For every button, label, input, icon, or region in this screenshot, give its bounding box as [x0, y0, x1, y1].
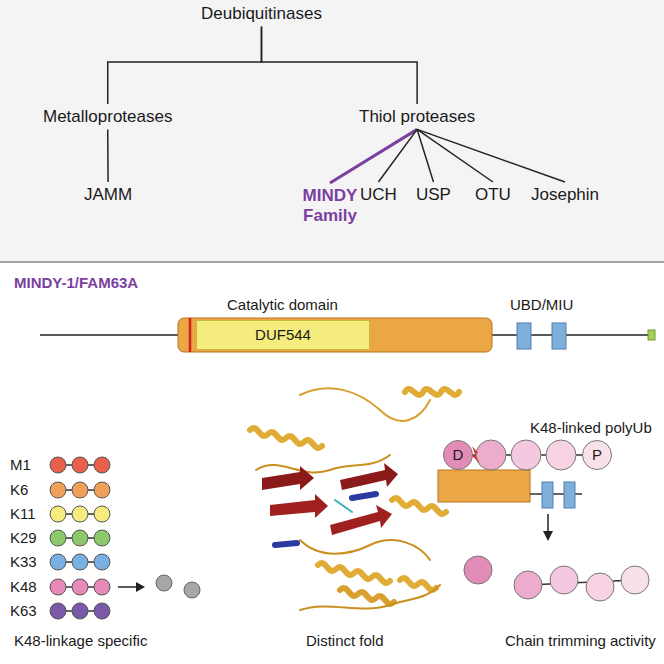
tree-connector — [417, 129, 433, 182]
family-label: USP — [413, 184, 454, 206]
catalytic-domain-block — [438, 470, 530, 502]
linkage-swatch — [48, 577, 112, 597]
tree-connector — [108, 26, 262, 104]
node-text: OTU — [475, 185, 511, 205]
linkage-label: K29 — [10, 529, 37, 547]
chain-label: K48-linked polyUb — [530, 419, 652, 437]
linkage-label: K48 — [10, 578, 37, 596]
node-text: Deubiquitinases — [201, 4, 322, 24]
linkage-label: K11 — [10, 505, 36, 523]
distal-ubiquitin: D — [443, 440, 473, 470]
miu-domain — [517, 323, 531, 349]
panel-caption: Chain trimming activity — [505, 632, 656, 650]
panel-caption: K48-linkage specific — [14, 632, 147, 650]
linkage-label: K63 — [10, 602, 37, 620]
polyub-linker — [528, 580, 635, 585]
protein-structure — [250, 388, 459, 610]
node-text: Metalloproteases — [43, 107, 172, 127]
released-ubiquitin — [464, 556, 492, 584]
panel-caption: Distinct fold — [306, 632, 384, 650]
family-label: Josephin — [528, 184, 602, 206]
class-label: Thiol proteases — [356, 106, 478, 128]
linkage-label: K6 — [10, 481, 28, 499]
tree-connector — [107, 129, 109, 182]
linkage-label: M1 — [10, 456, 31, 474]
node-text: UCH — [360, 185, 397, 205]
section-divider — [0, 261, 664, 263]
ubiquitin — [476, 440, 506, 470]
node-text: DUF544 — [255, 326, 311, 344]
miu-domain — [542, 482, 553, 508]
domain-label: UBD/MIU — [510, 296, 573, 314]
class-label: Metalloproteases — [40, 106, 175, 128]
monoubiquitin — [184, 582, 200, 598]
ubiquitin — [621, 566, 649, 594]
linkage-swatch — [48, 480, 112, 500]
catalytic-domain-bar — [178, 318, 492, 352]
domain-label: Catalytic domain — [227, 296, 338, 314]
cleavage-arrow — [118, 586, 138, 588]
trimming-arrow — [547, 514, 549, 533]
node-text: Josephin — [531, 185, 599, 205]
node-text: Thiol proteases — [359, 107, 475, 127]
miu-domain — [552, 323, 566, 349]
catalytic-cysteine-mark — [189, 318, 192, 352]
linkage-swatch — [48, 504, 112, 524]
tree-connector — [417, 129, 565, 182]
tree-connector — [417, 129, 493, 182]
proximal-ubiquitin: P — [582, 440, 612, 470]
tree-connector — [378, 129, 417, 182]
family-label: UCH — [357, 184, 400, 206]
linkage-swatch — [48, 528, 112, 548]
c-terminal-motif — [648, 330, 655, 340]
ubiquitin — [586, 573, 614, 601]
family-label: OTU — [472, 184, 514, 206]
arrow-head — [136, 582, 145, 592]
family-label: JAMM — [81, 184, 135, 206]
node-text: USP — [416, 185, 451, 205]
ubiquitin — [511, 440, 541, 470]
protein-name: MINDY-1/FAM63A — [14, 274, 138, 292]
node-text: D — [453, 446, 464, 464]
linkage-swatch — [48, 455, 112, 475]
arrow-head — [543, 531, 553, 541]
linkage-label: K33 — [10, 553, 37, 571]
ubiquitin — [514, 571, 542, 599]
ubiquitin — [546, 440, 576, 470]
root-label: Deubiquitinases — [198, 3, 325, 25]
monoubiquitin — [156, 575, 172, 591]
duf544-domain: DUF544 — [196, 320, 370, 350]
node-text: MINDY Family — [293, 186, 367, 227]
ubiquitin — [550, 566, 578, 594]
node-text: JAMM — [84, 185, 132, 205]
linkage-swatch — [48, 601, 112, 621]
tree-connector — [261, 26, 417, 104]
tree-connector — [330, 129, 417, 183]
miu-domain — [564, 482, 575, 508]
highlight-family-label: MINDY Family — [290, 185, 370, 228]
node-text: P — [592, 446, 602, 464]
linkage-swatch — [48, 552, 112, 572]
